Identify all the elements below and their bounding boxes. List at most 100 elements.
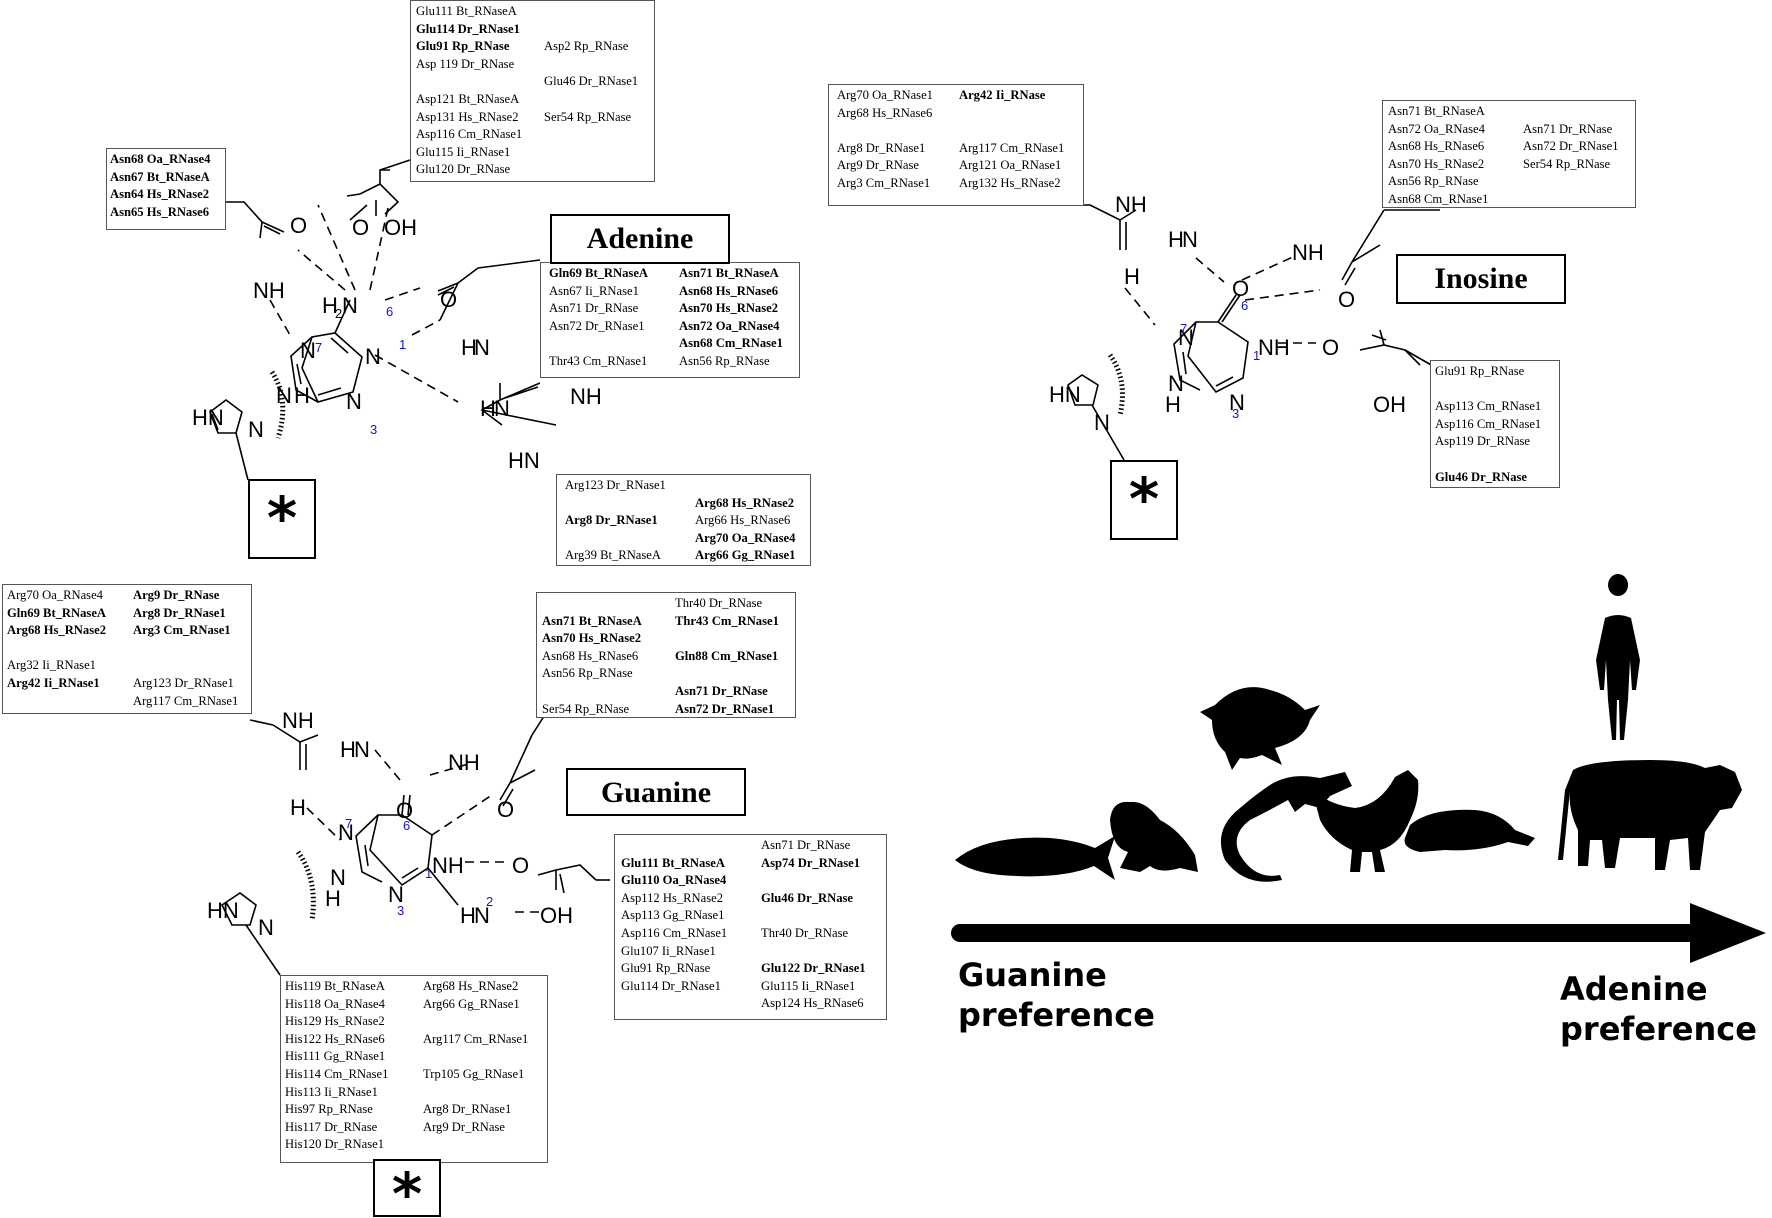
residue-line: His97 Rp_RNase <box>285 1102 373 1117</box>
residue-line: Glu115 Ii_RNase1 <box>761 978 856 993</box>
residue-line: Arg42 Ii_RNase1 <box>7 675 100 690</box>
residue-line: Arg117 Cm_RNase1 <box>423 1031 529 1046</box>
residue-line <box>675 630 779 648</box>
svg-text:N: N <box>346 389 362 414</box>
residue-line: Asn68 Cm_RNase1 <box>1388 191 1489 206</box>
residue-line: Glu46 Dr_RNase <box>1435 469 1527 484</box>
human-silhouette <box>1596 574 1640 740</box>
guanine-arc <box>295 850 316 921</box>
svg-text:H: H <box>294 383 310 408</box>
evolution-silhouettes <box>955 574 1742 882</box>
adenine-structure <box>209 159 557 481</box>
residue-line <box>1435 381 1541 399</box>
svg-text:H: H <box>1124 264 1140 289</box>
residue-line: Ser54 Rp_RNase <box>1523 156 1611 171</box>
adenine-arc <box>269 370 286 439</box>
residue-line: Arg123 Dr_RNase1 <box>565 478 666 492</box>
svg-text:N: N <box>330 865 346 890</box>
title-guanine: Guanine <box>566 768 746 816</box>
residue-line <box>544 21 638 39</box>
residue-line: Arg8 Dr_RNase1 <box>133 605 226 620</box>
residue-line: Arg9 Dr_RNase <box>837 158 919 173</box>
residue-line: Asn71 Dr_RNase <box>675 683 768 698</box>
residue-line: Thr43 Cm_RNase1 <box>675 613 779 628</box>
svg-text:N: N <box>338 820 354 845</box>
svg-text:O: O <box>512 853 529 878</box>
residue-line: Asn68 Oa_RNase4 <box>110 152 211 166</box>
svg-text:O: O <box>396 798 413 823</box>
residue-line <box>761 907 866 925</box>
chicken-silhouette <box>1312 770 1419 872</box>
residue-line: Arg68 Hs_RNase2 <box>423 979 519 993</box>
residue-line: Arg8 Dr_RNase1 <box>565 513 658 528</box>
residue-line: Ser54 Rp_RNase <box>542 701 630 716</box>
residue-line: Arg8 Dr_RNase1 <box>837 140 926 155</box>
residue-line: Arg70 Oa_RNase4 <box>695 530 796 545</box>
svg-text:N: N <box>388 882 404 907</box>
residue-line <box>423 1084 528 1102</box>
svg-text:N: N <box>248 417 264 442</box>
adenine-atoms: N H 2 N N H N N O O OH NH O H N H N NH H… <box>192 213 602 473</box>
cow-silhouette <box>1558 760 1742 870</box>
svg-text:N: N <box>300 338 316 363</box>
svg-text:OH: OH <box>384 215 417 240</box>
residue-line <box>133 640 238 658</box>
svg-text:H: H <box>1168 227 1184 252</box>
svg-text:O: O <box>1232 276 1249 301</box>
svg-text:H: H <box>460 903 476 928</box>
residue-line <box>549 335 648 353</box>
svg-text:3: 3 <box>397 903 404 918</box>
residue-line: Thr40 Dr_RNase <box>761 925 849 940</box>
residue-line: Asn71 Dr_RNase <box>761 838 851 852</box>
svg-text:N: N <box>1178 325 1194 350</box>
residue-line: Asp113 Cm_RNase1 <box>1435 399 1542 414</box>
residue-line <box>565 530 666 548</box>
adenine-preference-label: Adenine preference <box>1560 970 1757 1048</box>
svg-text:6: 6 <box>403 818 410 833</box>
residue-line: Arg123 Dr_RNase1 <box>133 675 234 690</box>
residue-line: Asn68 Hs_RNase6 <box>542 648 639 663</box>
residue-line: Arg66 Hs_RNase6 <box>695 513 791 528</box>
svg-text:H: H <box>1165 392 1181 417</box>
residue-line: Arg132 Hs_RNase2 <box>959 175 1061 190</box>
residue-line: Asn71 Bt_RNaseA <box>679 266 779 280</box>
residue-line: Asn70 Hs_RNase2 <box>1388 156 1485 171</box>
svg-text:7: 7 <box>315 340 322 355</box>
guanine-hbonds <box>306 749 540 913</box>
residue-line: Asp131 Hs_RNase2 <box>416 109 519 124</box>
svg-text:1: 1 <box>399 337 406 352</box>
residue-line <box>1523 103 1619 121</box>
svg-text:HN: HN <box>1049 382 1081 407</box>
residue-line: Arg3 Cm_RNase1 <box>133 623 231 638</box>
residue-line: Arg66 Gg_RNase1 <box>695 548 796 563</box>
residue-line: Glu114 Dr_RNase1 <box>416 21 520 36</box>
residue-line <box>1435 451 1541 469</box>
fish-silhouette <box>955 836 1115 880</box>
svg-text:2: 2 <box>335 306 342 321</box>
svg-text:N: N <box>474 903 490 928</box>
svg-text:3: 3 <box>370 422 377 437</box>
residue-line: Arg68 Hs_RNase2 <box>7 623 106 638</box>
residue-line: Glu107 Ii_RNase1 <box>621 943 716 958</box>
residue-line: Glu111 Bt_RNaseA <box>621 855 725 870</box>
preference-arrow <box>951 903 1766 963</box>
svg-text:H: H <box>325 886 341 911</box>
residue-line <box>423 1048 528 1066</box>
residue-line: Asn56 Rp_RNase <box>1388 174 1479 189</box>
residue-line: Asn68 Cm_RNase1 <box>679 336 783 351</box>
svg-text:O: O <box>352 215 369 240</box>
residue-line: Asp74 Dr_RNase1 <box>761 855 860 870</box>
residue-line: Asn71 Dr_RNase <box>1523 121 1613 136</box>
svg-text:HN: HN <box>508 448 540 473</box>
residue-line: Arg117 Cm_RNase1 <box>959 140 1065 155</box>
residue-line: Asp119 Dr_RNase <box>1435 434 1531 449</box>
platypus-silhouette <box>1404 809 1535 852</box>
residue-line: His122 Hs_RNase6 <box>285 1031 385 1046</box>
